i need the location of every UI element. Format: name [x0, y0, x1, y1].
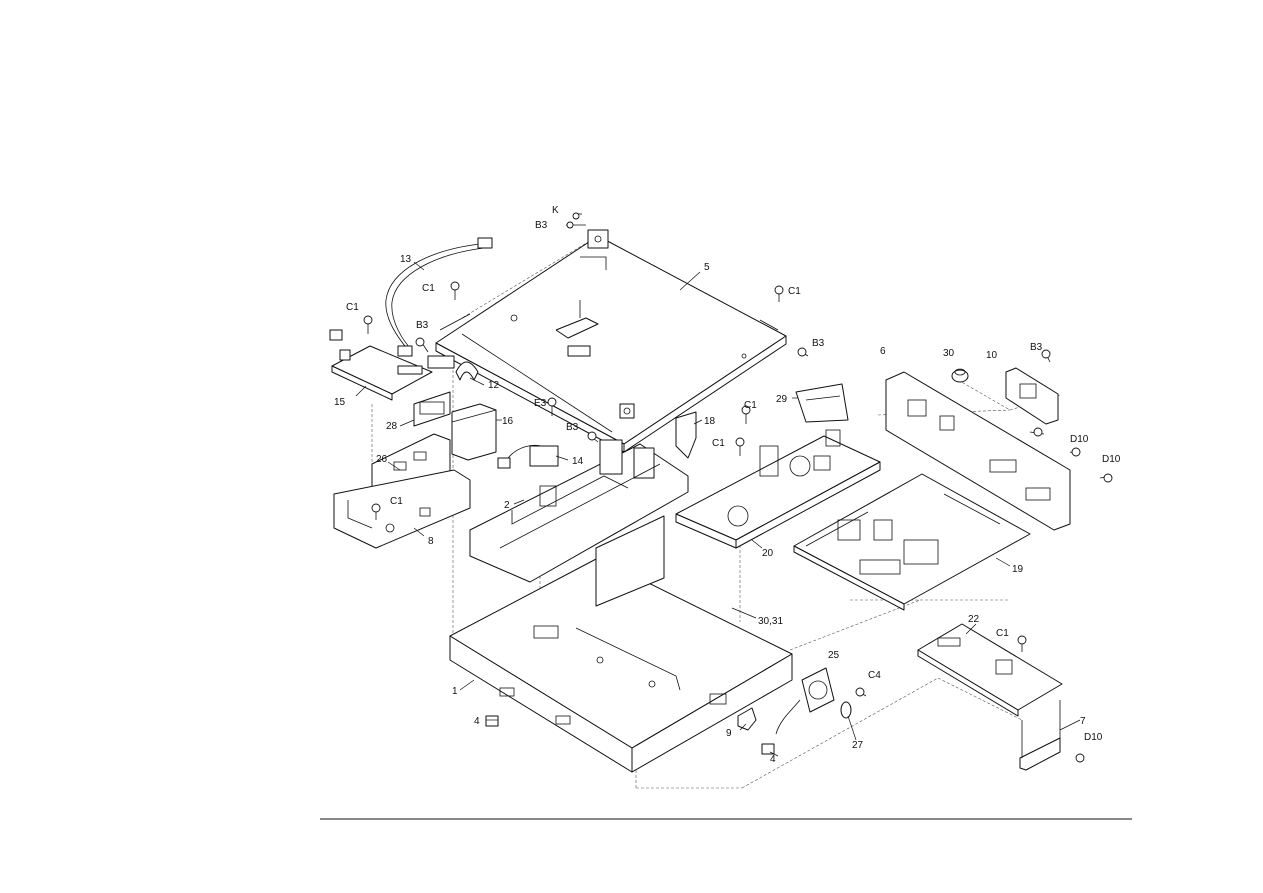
- plate-part-10: [1005, 367, 1059, 425]
- callout-k: K: [552, 205, 559, 216]
- callout-10: 10: [986, 350, 998, 361]
- callout-19: 19: [1012, 564, 1024, 575]
- callout-16: 16: [502, 416, 514, 427]
- callout-c1: C1: [996, 628, 1009, 639]
- callout-c4: C4: [868, 670, 881, 681]
- callout-20: 20: [762, 548, 774, 559]
- cable-part-13: [385, 237, 493, 357]
- callout-5: 5: [704, 262, 710, 273]
- callout-15: 15: [334, 397, 346, 408]
- callout-c1: C1: [788, 286, 801, 297]
- part-16: [451, 403, 497, 461]
- screws: [363, 212, 1113, 763]
- board-part-22: [917, 623, 1063, 717]
- panel-part-28: [413, 391, 451, 427]
- callout-13: 13: [400, 254, 412, 265]
- callout-labels: K B3 13 C1 5 C1 C1 B3 B3 15 12 28 16 E3 …: [334, 205, 1121, 765]
- callout-4: 4: [770, 754, 776, 765]
- callout-b3: B3: [535, 220, 548, 231]
- callout-c1: C1: [390, 496, 403, 507]
- callout-d10: D10: [1070, 434, 1089, 445]
- callout-b3: B3: [566, 422, 579, 433]
- callout-7: 7: [1080, 716, 1086, 727]
- bracket-part-7: [1019, 700, 1061, 771]
- leader-lines: [355, 261, 1081, 757]
- callout-27: 27: [852, 740, 864, 751]
- callout-25: 25: [828, 650, 840, 661]
- callout-c1: C1: [422, 283, 435, 294]
- rear-panel-part-6: [885, 371, 1071, 531]
- callout-c1: C1: [346, 302, 359, 313]
- bracket-part-9: [737, 707, 757, 731]
- bracket-part-12: [427, 355, 479, 381]
- callout-29: 29: [776, 394, 788, 405]
- callout-b3: B3: [812, 338, 825, 349]
- callout-9: 9: [726, 728, 732, 739]
- part-27: [840, 701, 852, 719]
- callout-4: 4: [474, 716, 480, 727]
- cable-part-14: [497, 444, 559, 469]
- callout-c1: C1: [744, 400, 757, 411]
- callout-8: 8: [428, 536, 434, 547]
- callout-6: 6: [880, 346, 886, 357]
- callout-d10: D10: [1102, 454, 1121, 465]
- feet-part-4: [485, 715, 775, 755]
- frame-part-2: [469, 439, 689, 583]
- part-18: [675, 411, 697, 459]
- callout-1: 1: [452, 686, 458, 697]
- main-board-part-19: [793, 473, 1031, 611]
- board-part-15: [329, 329, 433, 401]
- callout-2: 2: [504, 500, 510, 511]
- chassis-part-1: [449, 515, 793, 773]
- callout-28: 28: [386, 421, 398, 432]
- front-bezel-part-8: [333, 469, 471, 549]
- fan-part-25: [775, 667, 835, 735]
- callout-18: 18: [704, 416, 716, 427]
- knob-part-30: [951, 368, 969, 383]
- callout-b3: B3: [416, 320, 429, 331]
- callout-22: 22: [968, 614, 980, 625]
- callout-e3: E3: [534, 398, 547, 409]
- flat-cable-part-29: [795, 383, 849, 423]
- callout-c1: C1: [712, 438, 725, 449]
- callout-d10: D10: [1084, 732, 1103, 743]
- callout-14: 14: [572, 456, 584, 467]
- callout-26: 26: [376, 454, 388, 465]
- callout-b3: B3: [1030, 342, 1043, 353]
- psu-board-part-20: [675, 429, 881, 549]
- callout-12: 12: [488, 380, 500, 391]
- callout-30: 30: [943, 348, 955, 359]
- callout-30-31: 30,31: [758, 616, 783, 627]
